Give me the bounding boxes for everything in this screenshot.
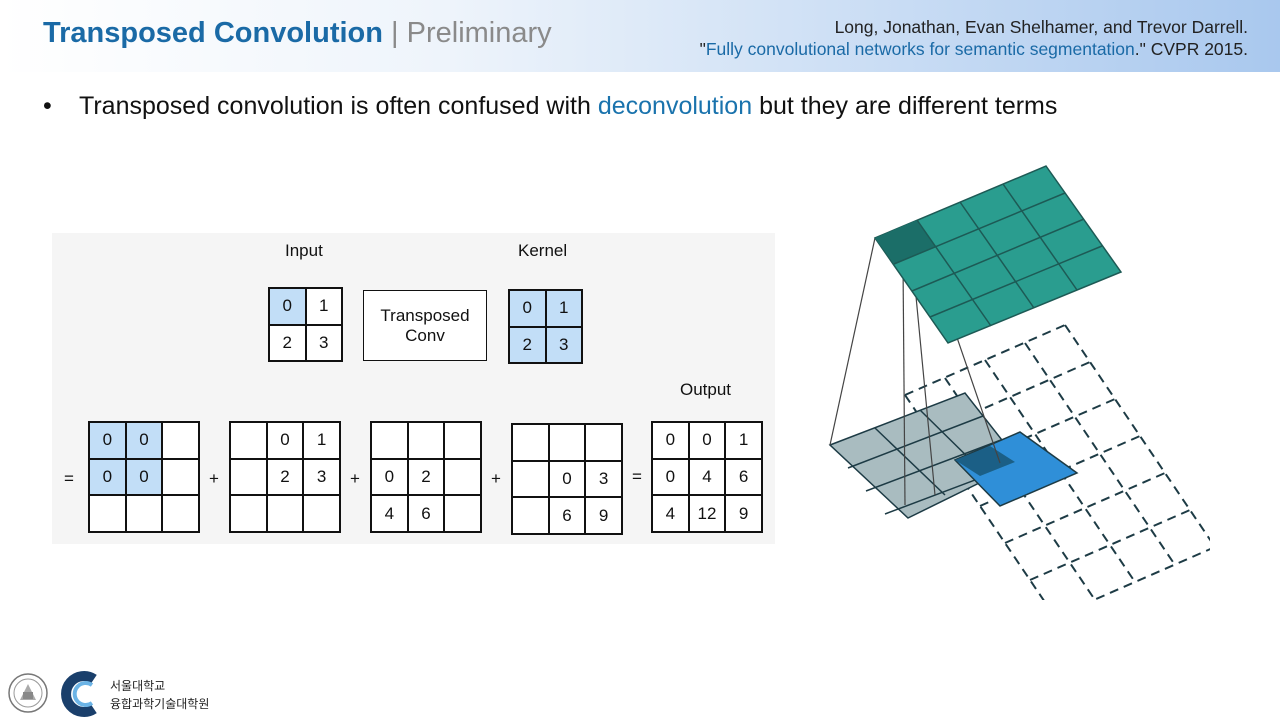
grid-cell (512, 497, 549, 534)
grid-cell (585, 424, 622, 461)
grid-cell: 6 (407, 495, 445, 532)
bullet-text-after: but they are different terms (752, 92, 1058, 120)
grid-cell: 6 (725, 458, 762, 496)
grid-cell: 0 (269, 288, 306, 325)
grid-cell: 0 (89, 422, 126, 459)
grid-cell: 0 (266, 422, 304, 459)
grid-cell (407, 422, 445, 459)
output-grid: 0 0 1 0 4 6 4 12 9 (651, 421, 763, 533)
grid-cell: 9 (585, 497, 622, 534)
reference-title-line: "Fully convolutional networks for semant… (700, 38, 1248, 60)
grid-cell (512, 460, 549, 498)
grid-cell: 0 (89, 458, 126, 496)
university-logos (8, 671, 97, 717)
transposed-conv-3d-diagram (828, 165, 1210, 600)
transposed-conv-figure: Input Kernel Output 0 1 2 3 Transposed C… (52, 233, 775, 544)
title-sub: Preliminary (406, 17, 552, 49)
partial-grid-1: 0 0 0 0 (88, 421, 200, 533)
grid-cell: 3 (585, 460, 622, 498)
reference-venue: ." CVPR 2015. (1134, 39, 1248, 59)
grid-cell: 2 (269, 324, 306, 361)
reference-paper-link[interactable]: Fully convolutional networks for semanti… (705, 39, 1135, 59)
grid-cell: 3 (305, 324, 342, 361)
kernel-grid: 0 1 2 3 (508, 289, 583, 364)
grid-cell: 1 (305, 288, 342, 325)
grid-cell: 0 (125, 458, 163, 496)
grid-cell: 4 (371, 495, 408, 532)
highlight-dark-cell (955, 446, 1015, 476)
grid-cell (230, 422, 267, 459)
grid-cell: 3 (545, 326, 582, 363)
grid-cell (303, 495, 340, 532)
reference-quote-open: " (699, 39, 706, 59)
grid-cell (162, 458, 199, 496)
grid-cell (230, 495, 267, 532)
plus-sign: + (350, 469, 360, 488)
grid-cell: 0 (125, 422, 163, 459)
op-label: Transposed Conv (380, 305, 470, 345)
bullet-marker: • (43, 92, 52, 120)
grid-cell: 1 (303, 422, 340, 459)
grid-cell (162, 495, 199, 532)
grid-cell (444, 495, 481, 532)
footer-university: 서울대학교 (110, 679, 166, 693)
grid-cell: 0 (688, 422, 726, 459)
grid-cell: 3 (303, 458, 340, 496)
grid-cell (512, 424, 549, 461)
plus-sign: + (209, 469, 219, 488)
grid-cell: 0 (548, 460, 586, 498)
grid-cell: 0 (509, 290, 546, 327)
kernel-label: Kernel (518, 241, 568, 260)
grid-cell: 6 (548, 497, 586, 534)
grid-cell (230, 458, 267, 496)
grid-cell: 12 (688, 495, 726, 532)
plus-sign: + (491, 469, 501, 488)
grid-cell (548, 424, 586, 461)
grid-cell: 0 (652, 458, 689, 496)
output-label: Output (680, 380, 732, 399)
output-grid-lines (893, 183, 1103, 327)
footer-text: 서울대학교 융합과학기술대학원 (110, 677, 209, 713)
grid-cell (371, 422, 408, 459)
reference: Long, Jonathan, Evan Shelhamer, and Trev… (700, 16, 1248, 60)
input-label: Input (285, 241, 323, 260)
partial-grid-2: 0 1 2 3 (229, 421, 341, 533)
grid-cell: 4 (688, 458, 726, 496)
partial-grid-3: 0 2 4 6 (370, 421, 482, 533)
reference-authors: Long, Jonathan, Evan Shelhamer, and Trev… (834, 17, 1248, 37)
grid-cell: 1 (545, 290, 582, 327)
grid-cell (266, 495, 304, 532)
grid-cell (444, 422, 481, 459)
bullet-highlight: deconvolution (597, 92, 753, 120)
partial-grid-4: 0 3 6 9 (511, 423, 623, 535)
equals-sign: = (632, 467, 642, 486)
footer-school: 융합과학기술대학원 (110, 697, 210, 711)
grid-cell: 2 (266, 458, 304, 496)
grid-cell: 9 (725, 495, 762, 532)
grid-cell (162, 422, 199, 459)
slide-title: Transposed Convolution | Preliminary (43, 17, 552, 50)
gscst-logo-icon (61, 671, 97, 717)
input-grid: 0 1 2 3 (268, 287, 343, 362)
grid-cell (444, 458, 481, 496)
snu-emblem-icon (8, 673, 48, 713)
transposed-conv-box: Transposed Conv (363, 290, 487, 361)
bullet-text-before: Transposed convolution is often confused… (79, 92, 598, 120)
grid-cell: 4 (652, 495, 689, 532)
equals-sign: = (64, 469, 74, 488)
slide-header: Transposed Convolution | Preliminary Lon… (0, 0, 1280, 72)
bullet-point: • Transposed convolution is often confuse… (43, 92, 1057, 121)
grid-cell (89, 495, 126, 532)
grid-cell (125, 495, 163, 532)
grid-cell: 0 (371, 458, 408, 496)
grid-cell: 2 (407, 458, 445, 496)
grid-cell: 0 (652, 422, 689, 459)
title-separator: | (382, 17, 407, 49)
title-main: Transposed Convolution (43, 17, 383, 49)
grid-cell: 1 (725, 422, 762, 459)
grid-cell: 2 (509, 326, 546, 363)
